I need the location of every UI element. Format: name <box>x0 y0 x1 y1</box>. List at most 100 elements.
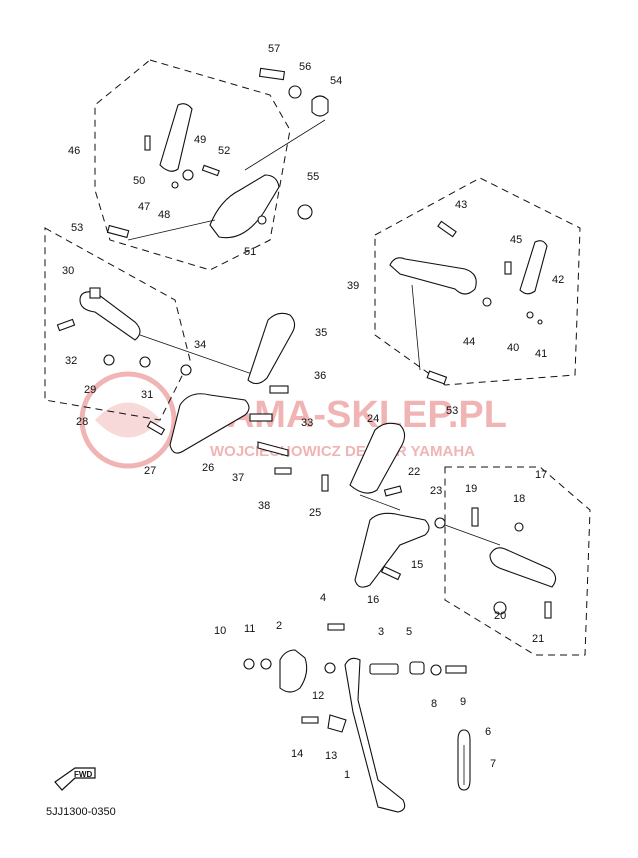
watermark: YAMA-SKLEP.PL WOJCIECHOWICZ DEALER YAMAH… <box>79 371 507 469</box>
part-label-43: 43 <box>455 199 467 211</box>
bracket-46 <box>209 174 280 239</box>
cap-55 <box>297 204 313 220</box>
part-label-14: 14 <box>291 748 303 760</box>
bolt-14 <box>301 716 319 724</box>
ball-41 <box>537 319 543 325</box>
bolt-32 <box>56 318 76 332</box>
fwd-arrow-icon: FWD <box>54 767 96 791</box>
part-label-42: 42 <box>552 274 564 286</box>
part-label-53: 53 <box>71 222 83 234</box>
part-label-12: 12 <box>312 690 324 702</box>
leader-line <box>139 334 256 376</box>
pin-19 <box>471 507 479 527</box>
assembly-stand <box>243 623 471 813</box>
part-label-8: 8 <box>431 698 437 710</box>
part-label-9: 9 <box>460 696 466 708</box>
bolt-3 <box>369 663 399 675</box>
leader-line <box>359 494 401 511</box>
part-label-51: 51 <box>244 246 256 258</box>
part-label-32: 32 <box>65 355 77 367</box>
part-label-36: 36 <box>314 370 326 382</box>
part-label-45: 45 <box>510 234 522 246</box>
leader-line <box>444 524 501 546</box>
washer-8 <box>430 664 442 676</box>
group-box-46 <box>94 59 291 271</box>
plate-13 <box>327 714 347 733</box>
part-label-11: 11 <box>244 623 255 635</box>
part-label-40: 40 <box>507 342 519 354</box>
watermark-logo-mark <box>95 402 161 438</box>
part-label-13: 13 <box>325 750 337 762</box>
part-label-18: 18 <box>513 493 525 505</box>
part-label-10: 10 <box>214 625 226 637</box>
part-label-2: 2 <box>276 620 282 632</box>
part-label-53b: 53 <box>446 405 458 417</box>
part-label-49: 49 <box>194 134 206 146</box>
part-label-27: 27 <box>144 465 156 477</box>
part-label-21: 21 <box>532 633 544 645</box>
watermark-logo-ring <box>79 371 177 469</box>
nut-44 <box>482 297 492 307</box>
washer-56 <box>288 85 302 99</box>
assembly-center <box>146 312 446 588</box>
part-label-31: 31 <box>141 389 153 401</box>
part-label-54: 54 <box>330 75 342 87</box>
bolt-57 <box>258 67 286 81</box>
pin-21 <box>544 601 552 619</box>
part-label-38: 38 <box>258 500 270 512</box>
part-label-5: 5 <box>406 626 412 638</box>
bolt-43 <box>437 220 457 238</box>
spring-47 <box>171 181 179 189</box>
ball-49 <box>182 169 194 181</box>
part-label-6: 6 <box>485 726 491 738</box>
nut-10 <box>243 658 255 670</box>
plate-37 <box>257 441 289 457</box>
part-label-48: 48 <box>158 209 170 221</box>
group-box-39 <box>374 177 581 386</box>
part-label-16: 16 <box>367 594 379 606</box>
bracket-39 <box>389 257 477 295</box>
bolt-9 <box>445 665 467 674</box>
washer-23 <box>434 517 446 529</box>
part-label-37: 37 <box>232 472 244 484</box>
group-box-17 <box>444 466 591 656</box>
part-label-26: 26 <box>202 462 214 474</box>
part-label-20: 20 <box>494 610 506 622</box>
part-label-28: 28 <box>76 416 88 428</box>
part-label-39: 39 <box>347 280 359 292</box>
part-label-30: 30 <box>62 265 74 277</box>
assembly-46 <box>106 67 329 241</box>
collar-5 <box>409 661 425 675</box>
part-label-52: 52 <box>218 145 230 157</box>
bolt-53a <box>106 224 130 239</box>
fwd-label: FWD <box>74 770 92 779</box>
reference-code: 5JJ1300-0350 <box>46 806 116 818</box>
leader-line <box>411 284 421 371</box>
washer-31 <box>139 356 151 368</box>
part-label-46: 46 <box>68 145 80 157</box>
bolt-25 <box>321 474 329 492</box>
cap-30 <box>89 287 101 299</box>
nut-51 <box>257 215 267 225</box>
watermark-subtitle: WOJCIECHOWICZ DEALER YAMAHA <box>210 443 475 460</box>
assembly-17 <box>444 507 557 619</box>
part-label-44: 44 <box>463 336 475 348</box>
part-label-55: 55 <box>307 171 319 183</box>
part-label-4: 4 <box>320 592 326 604</box>
part-label-29: 29 <box>84 384 96 396</box>
bolt-22 <box>383 485 403 497</box>
side-stand-1 <box>344 657 406 813</box>
part-label-33: 33 <box>301 417 313 429</box>
bolt-53b <box>426 370 448 385</box>
bracket-15 <box>354 512 430 588</box>
part-label-56: 56 <box>299 61 311 73</box>
part-label-34: 34 <box>194 339 206 351</box>
footrest-30 <box>79 291 141 341</box>
part-label-19: 19 <box>465 483 477 495</box>
part-label-35: 35 <box>315 327 327 339</box>
spring-29 <box>103 354 115 366</box>
bolt-36 <box>269 385 289 394</box>
footrest-46 <box>159 103 193 172</box>
leader-line <box>127 219 216 241</box>
